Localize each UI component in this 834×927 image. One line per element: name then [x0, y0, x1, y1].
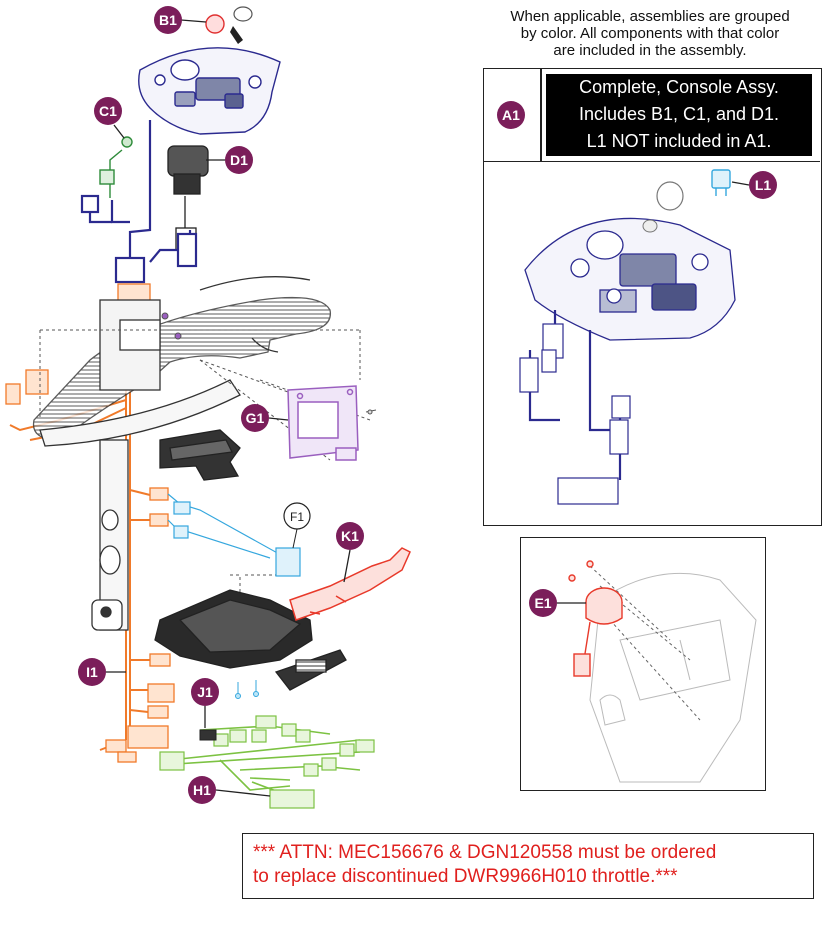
attention-line: *** ATTN: MEC156676 & DGN120558 must be …	[253, 842, 717, 863]
note-line: When applicable, assemblies are grouped	[510, 8, 790, 25]
attention-line: to replace discontinued DWR9966H010 thro…	[253, 866, 678, 887]
callout-k1-label: K1	[341, 528, 359, 544]
j1-connector	[199, 729, 217, 741]
k1-throttle-lever	[289, 547, 411, 621]
callout-i1: I1	[78, 658, 126, 686]
console-wiring	[80, 120, 198, 284]
callout-k1: K1	[336, 522, 364, 583]
a1-line: L1 NOT included in A1.	[586, 131, 772, 151]
a1-header: A1 Complete, Console Assy. Includes B1, …	[484, 69, 820, 162]
c1-switch	[99, 136, 133, 198]
small-screws	[235, 680, 259, 699]
callout-b1-label: B1	[159, 12, 177, 28]
green-connectors	[159, 715, 375, 809]
f1-callout-circle	[283, 502, 311, 549]
callout-j1: J1	[191, 678, 219, 728]
note-line: by color. All components with that color	[520, 25, 780, 42]
a1-line: Includes B1, C1, and D1.	[578, 104, 780, 124]
screw-parts	[161, 312, 377, 415]
callout-d1: D1	[206, 146, 253, 174]
note-line: are included in the assembly.	[553, 42, 747, 59]
e1-tiller-outline	[589, 572, 757, 783]
callout-l1-label: L1	[755, 177, 772, 193]
a1-knob-parts	[642, 181, 684, 233]
callout-a1-label: A1	[502, 107, 520, 123]
callout-d1-label: D1	[230, 152, 248, 168]
tiller-handlebar	[32, 276, 331, 631]
a1-line: Complete, Console Assy.	[579, 77, 779, 97]
blue-connectors	[173, 501, 301, 577]
callout-g1-label: G1	[246, 410, 265, 426]
callout-e1: E1	[529, 589, 586, 617]
lower-shroud	[154, 589, 347, 691]
a1-assembly-box: A1 Complete, Console Assy. Includes B1, …	[483, 68, 822, 526]
callout-h1-label: H1	[193, 782, 211, 798]
callout-j1-label: J1	[197, 684, 213, 700]
callout-e1-label: E1	[534, 595, 551, 611]
assembly-color-note: When applicable, assemblies are grouped …	[470, 8, 830, 59]
callout-a1: A1	[497, 101, 525, 129]
l1-switch	[711, 169, 731, 196]
a1-description: Complete, Console Assy. Includes B1, C1,…	[546, 74, 812, 156]
e1-inset-box	[520, 537, 766, 791]
orange-connectors	[5, 283, 175, 763]
console-top-assembly	[138, 47, 281, 135]
callout-c1-label: C1	[99, 103, 117, 119]
b1-knob-parts	[205, 6, 253, 44]
a1-console-assembly-drawing	[524, 217, 736, 341]
callout-c1: C1	[94, 97, 125, 139]
callout-g1: G1	[241, 404, 289, 432]
callout-l1: L1	[731, 171, 777, 199]
shroud-plate	[159, 429, 241, 481]
callout-h1: H1	[188, 776, 271, 804]
callout-f1-label: F1	[290, 510, 304, 524]
callout-b1: B1	[154, 6, 207, 34]
a1-connectors	[519, 323, 631, 505]
g1-controller-module	[287, 385, 359, 461]
callout-i1-label: I1	[86, 664, 98, 680]
a1-divider	[540, 69, 542, 161]
attention-notice: *** ATTN: MEC156676 & DGN120558 must be …	[242, 833, 814, 899]
e1-potentiometer	[568, 560, 623, 677]
